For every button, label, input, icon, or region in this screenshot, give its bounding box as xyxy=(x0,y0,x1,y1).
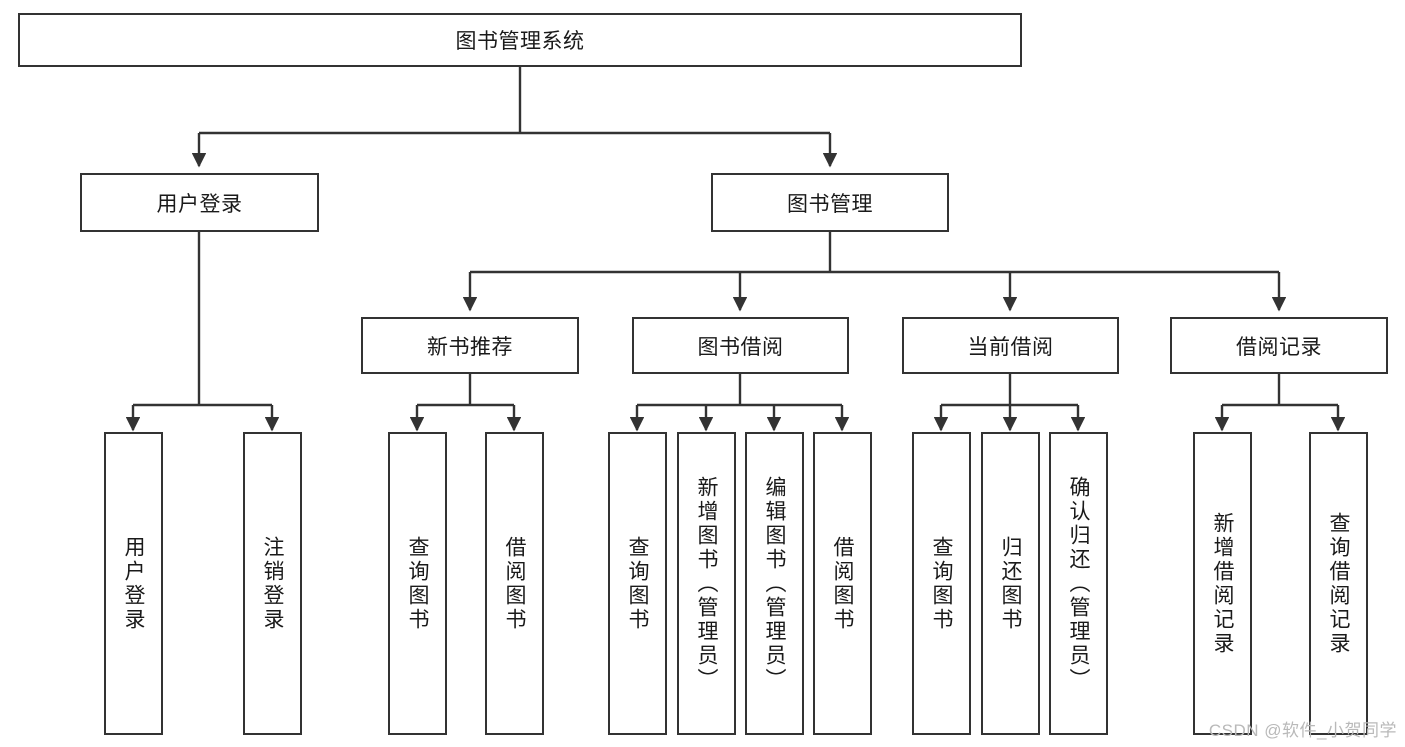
node-label: 新书推荐 xyxy=(427,335,513,359)
node-leaf-add-book-admin[interactable]: 新增图书（管理员） xyxy=(677,432,736,735)
node-label: 查询借阅记录 xyxy=(1327,511,1350,656)
node-label: 图书管理系统 xyxy=(455,30,585,53)
node-leaf-user-login[interactable]: 用户登录 xyxy=(104,432,163,735)
node-book-borrow[interactable]: 图书借阅 xyxy=(632,317,849,374)
node-label: 查询图书 xyxy=(406,535,429,632)
node-label: 注销登录 xyxy=(261,535,284,632)
node-label: 用户登录 xyxy=(156,192,243,216)
node-label: 借阅图书 xyxy=(831,535,854,632)
node-leaf-add-borrow-record[interactable]: 新增借阅记录 xyxy=(1193,432,1252,735)
node-leaf-query-book-borrow[interactable]: 查询图书 xyxy=(608,432,667,735)
node-label: 归还图书 xyxy=(999,535,1022,632)
node-new-book-recommend[interactable]: 新书推荐 xyxy=(361,317,579,374)
node-current-borrow[interactable]: 当前借阅 xyxy=(902,317,1119,374)
node-label: 借阅图书 xyxy=(503,535,526,632)
node-label: 新增图书（管理员） xyxy=(695,475,718,692)
node-user-login[interactable]: 用户登录 xyxy=(80,173,319,232)
node-leaf-return-book[interactable]: 归还图书 xyxy=(981,432,1040,735)
node-label: 用户登录 xyxy=(122,535,145,632)
node-leaf-query-book-current[interactable]: 查询图书 xyxy=(912,432,971,735)
node-borrow-record[interactable]: 借阅记录 xyxy=(1170,317,1388,374)
node-leaf-confirm-return-admin[interactable]: 确认归还（管理员） xyxy=(1049,432,1108,735)
node-label: 当前借阅 xyxy=(967,335,1054,359)
node-leaf-borrow-book-recommend[interactable]: 借阅图书 xyxy=(485,432,544,735)
csdn-watermark: CSDN @软件_小贺同学 xyxy=(1208,721,1397,740)
node-label: 图书借阅 xyxy=(697,335,784,359)
node-leaf-borrow-book[interactable]: 借阅图书 xyxy=(813,432,872,735)
node-label: 查询图书 xyxy=(626,535,649,632)
node-label: 新增借阅记录 xyxy=(1211,511,1234,656)
node-leaf-edit-book-admin[interactable]: 编辑图书（管理员） xyxy=(745,432,804,735)
node-label: 编辑图书（管理员） xyxy=(763,475,786,692)
node-leaf-logout[interactable]: 注销登录 xyxy=(243,432,302,735)
node-leaf-query-book-recommend[interactable]: 查询图书 xyxy=(388,432,447,735)
node-leaf-query-borrow-record[interactable]: 查询借阅记录 xyxy=(1309,432,1368,735)
node-label: 图书管理 xyxy=(787,192,873,216)
node-root-book-management-system[interactable]: 图书管理系统 xyxy=(18,13,1022,67)
node-label: 确认归还（管理员） xyxy=(1067,475,1090,692)
node-label: 借阅记录 xyxy=(1236,335,1322,359)
node-book-management[interactable]: 图书管理 xyxy=(711,173,949,232)
node-label: 查询图书 xyxy=(930,535,953,632)
